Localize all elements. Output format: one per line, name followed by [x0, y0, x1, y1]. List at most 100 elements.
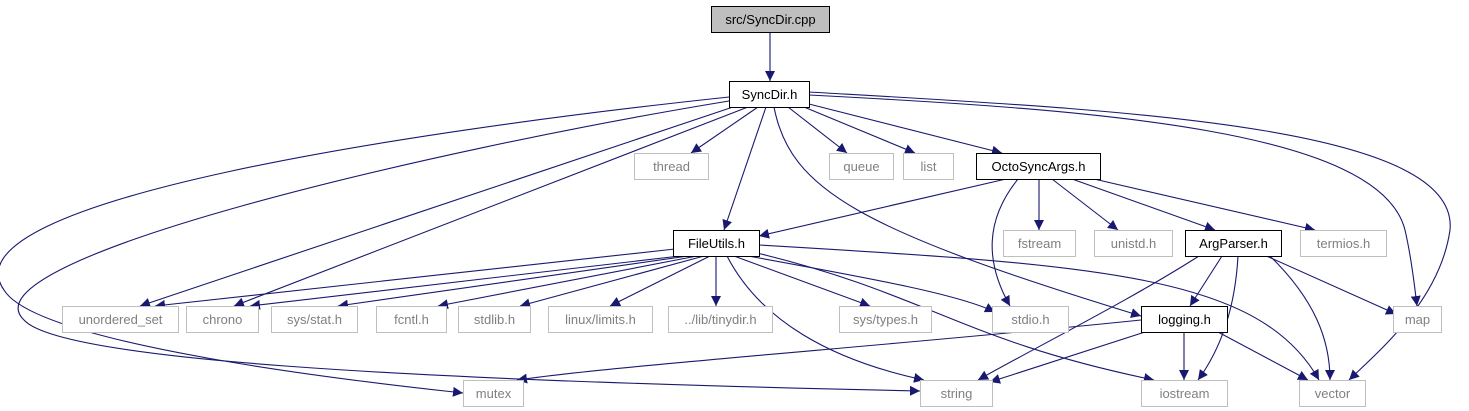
node-box [1299, 380, 1366, 407]
edge-argparser_h-to-vector [1269, 255, 1335, 381]
node-label: list [921, 159, 937, 174]
node-label: unistd.h [1111, 236, 1157, 251]
node-box [829, 153, 894, 180]
node-mutex: mutex [463, 380, 524, 407]
node-fcntl-h: fcntl.h [376, 306, 447, 333]
edge-octosyncargs_h-to-termios_h [1093, 178, 1316, 233]
node-box [1393, 306, 1442, 333]
node-label: FileUtils.h [688, 236, 745, 251]
node-box [1185, 230, 1282, 257]
node-box [376, 306, 447, 333]
edge-logging_h-to-vector [1217, 331, 1309, 381]
edge-fileutils_h-to-stdlib_h [519, 255, 705, 309]
node-box [186, 306, 259, 333]
node-linux-limits-h: linux/limits.h [548, 306, 653, 333]
node-fstream: fstream [1003, 230, 1076, 257]
node-unistd-h: unistd.h [1094, 230, 1173, 257]
edge-syncdir_h-to-octosyncargs_h [808, 103, 1003, 156]
edge-fileutils_h-to-vector [758, 244, 1320, 381]
node-thread: thread [634, 153, 709, 180]
node-box [271, 306, 358, 333]
node-box [920, 380, 993, 407]
node-box [992, 306, 1069, 333]
node-box [548, 306, 653, 333]
node-fileutils-h[interactable]: FileUtils.h [673, 230, 760, 257]
node-label: src/SyncDir.cpp [725, 12, 815, 27]
node-box [634, 153, 709, 180]
node-stdio-h: stdio.h [992, 306, 1069, 333]
edge-fileutils_h-to-stdio_h [747, 255, 996, 313]
edge-octosyncargs_h-to-argparser_h [1071, 178, 1216, 232]
node-sys-types-h: sys/types.h [839, 306, 932, 333]
node-box [458, 306, 531, 333]
edge-octosyncargs_h-to-stdio_h [991, 178, 1019, 307]
node-label: stdio.h [1011, 312, 1049, 327]
node-box [1141, 306, 1228, 333]
node-label: vector [1315, 386, 1351, 401]
edge-syncdir_h-to-logging_h [773, 106, 1142, 318]
node-box [1300, 230, 1387, 257]
node-label: logging.h [1158, 312, 1211, 327]
node-list: list [903, 153, 954, 180]
edge-octosyncargs_h-to-fileutils_h [758, 178, 1007, 239]
node-syncdir-h[interactable]: SyncDir.h [729, 81, 810, 108]
node-box [1094, 230, 1173, 257]
node-logging-h[interactable]: logging.h [1141, 306, 1228, 333]
edge-logging_h-to-string [989, 331, 1146, 384]
node-label: fcntl.h [394, 312, 429, 327]
node-label: sys/stat.h [287, 312, 342, 327]
edge-syncdir_h-to-list [803, 106, 916, 154]
node-label: chrono [203, 312, 243, 327]
node-box [1003, 230, 1076, 257]
node-label: sys/types.h [853, 312, 918, 327]
node-label: OctoSyncArgs.h [992, 159, 1086, 174]
node-label: queue [843, 159, 879, 174]
node-label: fstream [1018, 236, 1061, 251]
node-box [729, 81, 810, 108]
node-iostream: iostream [1141, 380, 1228, 407]
edge-syncdir_h-to-chrono [233, 106, 749, 308]
node-label: ../lib/tinydir.h [684, 312, 756, 327]
node-box [839, 306, 932, 333]
edge-syncdir_h-to-thread [690, 106, 759, 154]
edge-syncdir_h-to-fileutils_h [722, 106, 767, 231]
node-box [668, 306, 773, 333]
node-label: SyncDir.h [742, 87, 798, 102]
node-termios-h: termios.h [1300, 230, 1387, 257]
node-box [711, 6, 830, 33]
node-box [976, 153, 1101, 180]
edges-layer [0, 32, 1451, 397]
edge-fileutils_h-to-chrono [249, 255, 681, 310]
node-octosyncargs-h[interactable]: OctoSyncArgs.h [976, 153, 1101, 180]
node-argparser-h[interactable]: ArgParser.h [1185, 230, 1282, 257]
node-label: mutex [476, 386, 512, 401]
edge-syncdir_h-to-mutex [0, 96, 730, 397]
node-label: map [1405, 312, 1430, 327]
node-syncdir-cpp[interactable]: src/SyncDir.cpp [711, 6, 830, 33]
edge-fileutils_h-to-linux_limits_h [609, 255, 711, 307]
node-box [903, 153, 954, 180]
edge-fileutils_h-to-unordered_set [154, 248, 676, 310]
node-queue: queue [829, 153, 894, 180]
edge-syncdir_h-to-queue [787, 106, 848, 154]
node-box [463, 380, 524, 407]
node-box [673, 230, 760, 257]
node-label: iostream [1160, 386, 1210, 401]
node-sys-stat-h: sys/stat.h [271, 306, 358, 333]
edge-fileutils_h-to-fcntl_h [437, 255, 698, 310]
node-label: stdlib.h [474, 312, 515, 327]
edge-argparser_h-to-logging_h [1189, 255, 1223, 307]
edge-syncdir_h-to-unordered_set [139, 106, 734, 308]
node-label: string [941, 386, 973, 401]
edge-argparser_h-to-map [1261, 253, 1397, 315]
node-string: string [920, 380, 993, 407]
node-vector: vector [1299, 380, 1366, 407]
edge-fileutils_h-to-sys_stat_h [337, 255, 689, 310]
edge-fileutils_h-to-string [726, 255, 925, 383]
node-map: map [1393, 306, 1442, 333]
node-tinydir-h: ../lib/tinydir.h [668, 306, 773, 333]
node-label: termios.h [1317, 236, 1370, 251]
edge-octosyncargs_h-to-unistd_h [1051, 178, 1119, 231]
